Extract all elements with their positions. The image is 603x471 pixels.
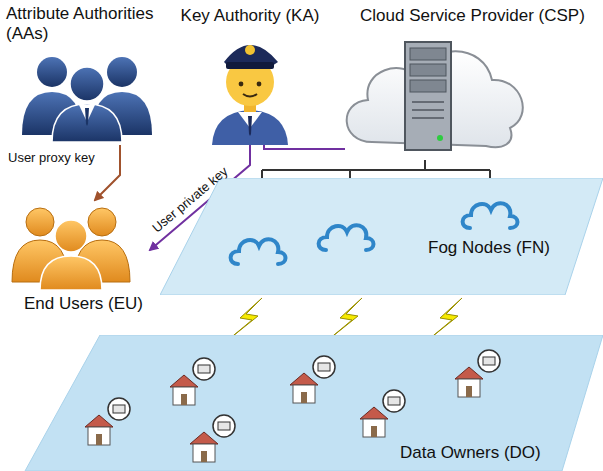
smart-meter [108, 398, 130, 420]
smart-meter-display [318, 363, 330, 371]
house-door [466, 386, 472, 397]
node-label: Key Authority (KA) [172, 6, 328, 26]
house-icon [360, 390, 405, 437]
authority-people-icon [22, 57, 152, 142]
cloud-server-icon [347, 42, 523, 150]
node-label: End Users (EU) [24, 294, 143, 314]
smart-meter [193, 358, 215, 380]
house-wall [88, 427, 110, 445]
fog-cloud-icon [463, 203, 518, 228]
house-roof [170, 375, 198, 387]
data-owner-plane: Data Owners (DO) [0, 335, 603, 471]
house-icon [190, 415, 235, 462]
house-icon [455, 350, 500, 397]
smart-meter [213, 415, 235, 437]
house-door [96, 434, 102, 445]
fog-cloud-icon [319, 225, 374, 250]
fog-plane: Fog Nodes (FN) [160, 178, 603, 295]
smart-meter-display [198, 365, 210, 373]
plane-outline [160, 178, 603, 295]
node-label: Attribute Authorities (AAs) [6, 4, 171, 44]
end-users-icon [12, 208, 130, 290]
smart-meter [478, 350, 500, 372]
house-roof [455, 367, 483, 379]
house-door [201, 451, 207, 462]
house-door [181, 394, 187, 405]
smart-meter [383, 390, 405, 412]
key-authority: Key Authority (KA) [172, 0, 328, 145]
node-label: Fog Nodes (FN) [428, 238, 550, 258]
house-roof [85, 415, 113, 427]
house-wall [293, 385, 315, 403]
smart-meter-display [218, 422, 230, 430]
house-roof [190, 432, 218, 444]
house-icon [85, 398, 130, 445]
house-roof [290, 373, 318, 385]
smart-meter-display [113, 405, 125, 413]
fog-cloud-icon [231, 239, 286, 264]
connector [262, 160, 490, 178]
connector [95, 145, 120, 200]
end-users: End Users (EU) [10, 200, 150, 316]
police-officer-icon [212, 45, 288, 145]
edge-label: User proxy key [8, 150, 95, 165]
cloud-provider: Cloud Service Provider (CSP) [345, 0, 600, 160]
house-wall [193, 444, 215, 462]
house-wall [173, 387, 195, 405]
house-door [371, 426, 377, 437]
node-label: Cloud Service Provider (CSP) [360, 6, 585, 26]
house-wall [363, 419, 385, 437]
plane-shape [160, 178, 603, 295]
smart-meter [313, 356, 335, 378]
smart-meter-display [388, 397, 400, 405]
node-label: Data Owners (DO) [400, 443, 541, 463]
house-door [301, 392, 307, 403]
house-wall [458, 379, 480, 397]
wireless-bolt [228, 298, 462, 340]
smart-meter-display [483, 357, 495, 365]
house-roof [360, 407, 388, 419]
plane-outline [25, 335, 603, 471]
authority-group: Attribute Authorities (AAs) [2, 0, 175, 145]
connector [264, 145, 345, 149]
house-icon [290, 356, 335, 403]
house-icon [170, 358, 215, 405]
